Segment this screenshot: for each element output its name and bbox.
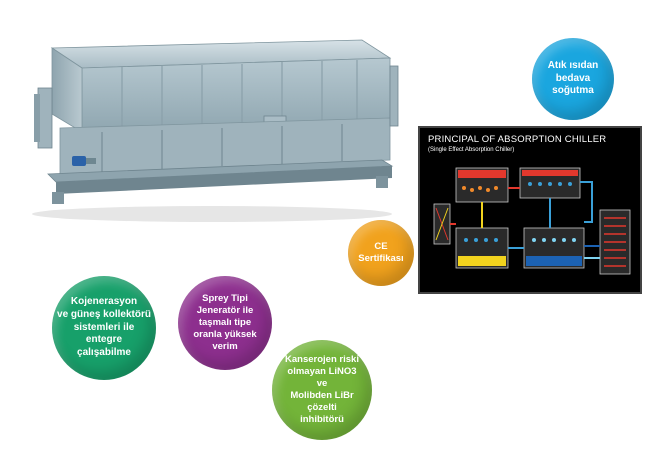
feature-spray-generator: Sprey Tipi Jeneratör ile taşmalı tipe or… bbox=[178, 276, 272, 370]
diagram-title: PRINCIPAL OF ABSORPTION CHILLER bbox=[428, 134, 607, 145]
feature-inhibitor-label: Kanserojen riski olmayan LiNO3 ve Molibd… bbox=[285, 353, 359, 426]
diagram-schematic bbox=[433, 167, 631, 275]
feature-cogeneration: Kojenerasyon ve güneş kollektörü sisteml… bbox=[52, 276, 156, 380]
feature-ce-certificate: CE Sertifikası bbox=[348, 220, 414, 286]
diagram-subtitle: (Single Effect Absorption Chiller) bbox=[428, 147, 515, 153]
feature-inhibitor: Kanserojen riski olmayan LiNO3 ve Molibd… bbox=[272, 340, 372, 440]
feature-spray-label: Sprey Tipi Jeneratör ile taşmalı tipe or… bbox=[193, 292, 257, 353]
feature-ce-label: CE Sertifikası bbox=[358, 240, 404, 264]
feature-cogeneration-label: Kojenerasyon ve güneş kollektörü sisteml… bbox=[57, 296, 151, 359]
feature-waste-heat-cooling: Atık ısıdan bedava soğutma bbox=[532, 38, 614, 120]
feature-waste-heat-label: Atık ısıdan bedava soğutma bbox=[547, 59, 599, 97]
absorption-chiller-diagram: PRINCIPAL OF ABSORPTION CHILLER (Single … bbox=[418, 126, 642, 294]
absorption-chiller-photo bbox=[32, 39, 399, 222]
